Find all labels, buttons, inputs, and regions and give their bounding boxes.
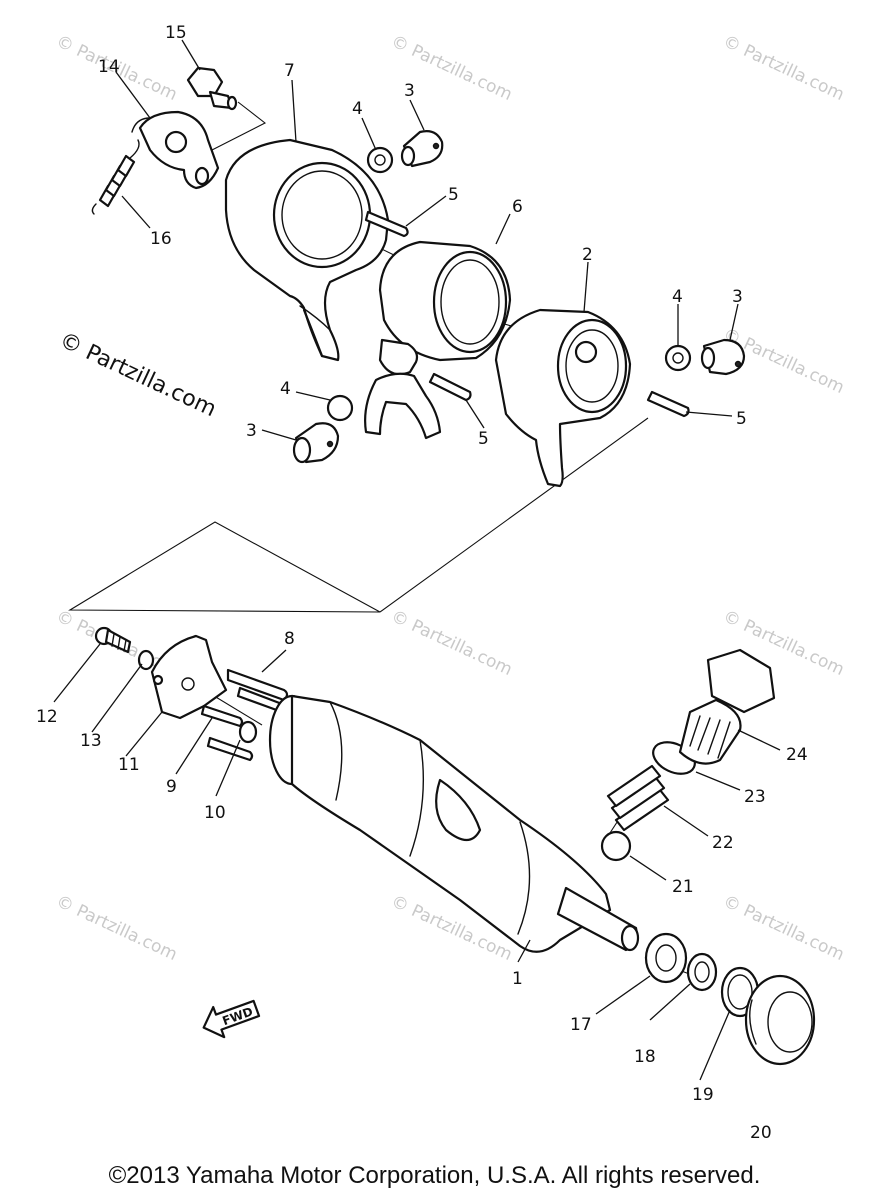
- part-14-lever: [131, 110, 220, 190]
- callout-12: 12: [36, 707, 58, 727]
- part-3-pin-left: [292, 422, 340, 464]
- callout-8: 8: [284, 629, 295, 649]
- part-13-washer: [137, 649, 155, 671]
- part-10-roller: [238, 720, 258, 744]
- part-5-pin-top: [364, 210, 409, 238]
- callout-5c: 5: [736, 409, 747, 429]
- callout-4a: 4: [352, 99, 363, 119]
- part-4-roller-top: [366, 146, 394, 174]
- part-24-bolt: [678, 648, 776, 765]
- callout-18: 18: [634, 1047, 656, 1067]
- callout-4b: 4: [280, 379, 291, 399]
- part-3-pin-right: [700, 338, 746, 376]
- callout-1: 1: [512, 969, 523, 989]
- part-11-star-plate: [150, 634, 228, 720]
- part-5-pin-right: [646, 390, 690, 418]
- callout-11: 11: [118, 755, 140, 775]
- callout-3b: 3: [246, 421, 257, 441]
- part-2-shift-fork: [494, 308, 632, 488]
- callout-5a: 5: [448, 185, 459, 205]
- part-3-pin-top: [400, 130, 444, 168]
- part-16-spring: [91, 139, 140, 215]
- part-18-clip: [686, 952, 718, 992]
- part-17-washer: [644, 932, 688, 984]
- part-4-roller-right: [664, 344, 692, 372]
- watermark-text: © Partzilla.com: [720, 891, 847, 965]
- callout-3c: 3: [732, 287, 743, 307]
- watermark-text: © Partzilla.com: [720, 31, 847, 105]
- callout-9: 9: [166, 777, 177, 797]
- callout-numbers: 15 14 16 7 4 3 5 6 2 4 3 5 4 3 5 8 12 13…: [36, 23, 808, 1143]
- part-6-shift-fork: [364, 240, 512, 440]
- part-22-spring: [606, 764, 670, 832]
- watermark-text: © Partzilla.com: [388, 606, 515, 680]
- leader-lines: [53, 39, 781, 1081]
- callout-21: 21: [672, 877, 694, 897]
- callout-5b: 5: [478, 429, 489, 449]
- callout-7: 7: [284, 61, 295, 81]
- part-21-ball: [600, 830, 632, 862]
- partzilla-watermark-main: © Partzilla.com: [55, 328, 219, 422]
- watermark-text: © Partzilla.com: [53, 891, 180, 965]
- callout-23: 23: [744, 787, 766, 807]
- callout-22: 22: [712, 833, 734, 853]
- callout-16: 16: [150, 229, 172, 249]
- callout-2: 2: [582, 245, 593, 265]
- callout-10: 10: [204, 803, 226, 823]
- callout-4c: 4: [672, 287, 683, 307]
- callout-15: 15: [165, 23, 187, 43]
- part-15-bolt: [186, 66, 238, 111]
- part-7-shift-fork: [224, 138, 390, 362]
- callout-13: 13: [80, 731, 102, 751]
- part-12-screw: [94, 626, 132, 654]
- callout-24: 24: [786, 745, 808, 765]
- part-1-shift-drum: [268, 694, 640, 953]
- fwd-arrow-icon: FWD: [202, 999, 261, 1039]
- callout-19: 19: [692, 1085, 714, 1105]
- callout-6: 6: [512, 197, 523, 217]
- callout-3a: 3: [404, 81, 415, 101]
- part-4-roller-left: [326, 394, 354, 422]
- callout-17: 17: [570, 1015, 592, 1035]
- part-5-pin-middle: [428, 372, 472, 402]
- callout-14: 14: [98, 57, 120, 77]
- part-20-cap: [744, 974, 816, 1066]
- callout-20: 20: [750, 1123, 772, 1143]
- copyright-notice: ©2013 Yamaha Motor Corporation, U.S.A. A…: [108, 1162, 761, 1189]
